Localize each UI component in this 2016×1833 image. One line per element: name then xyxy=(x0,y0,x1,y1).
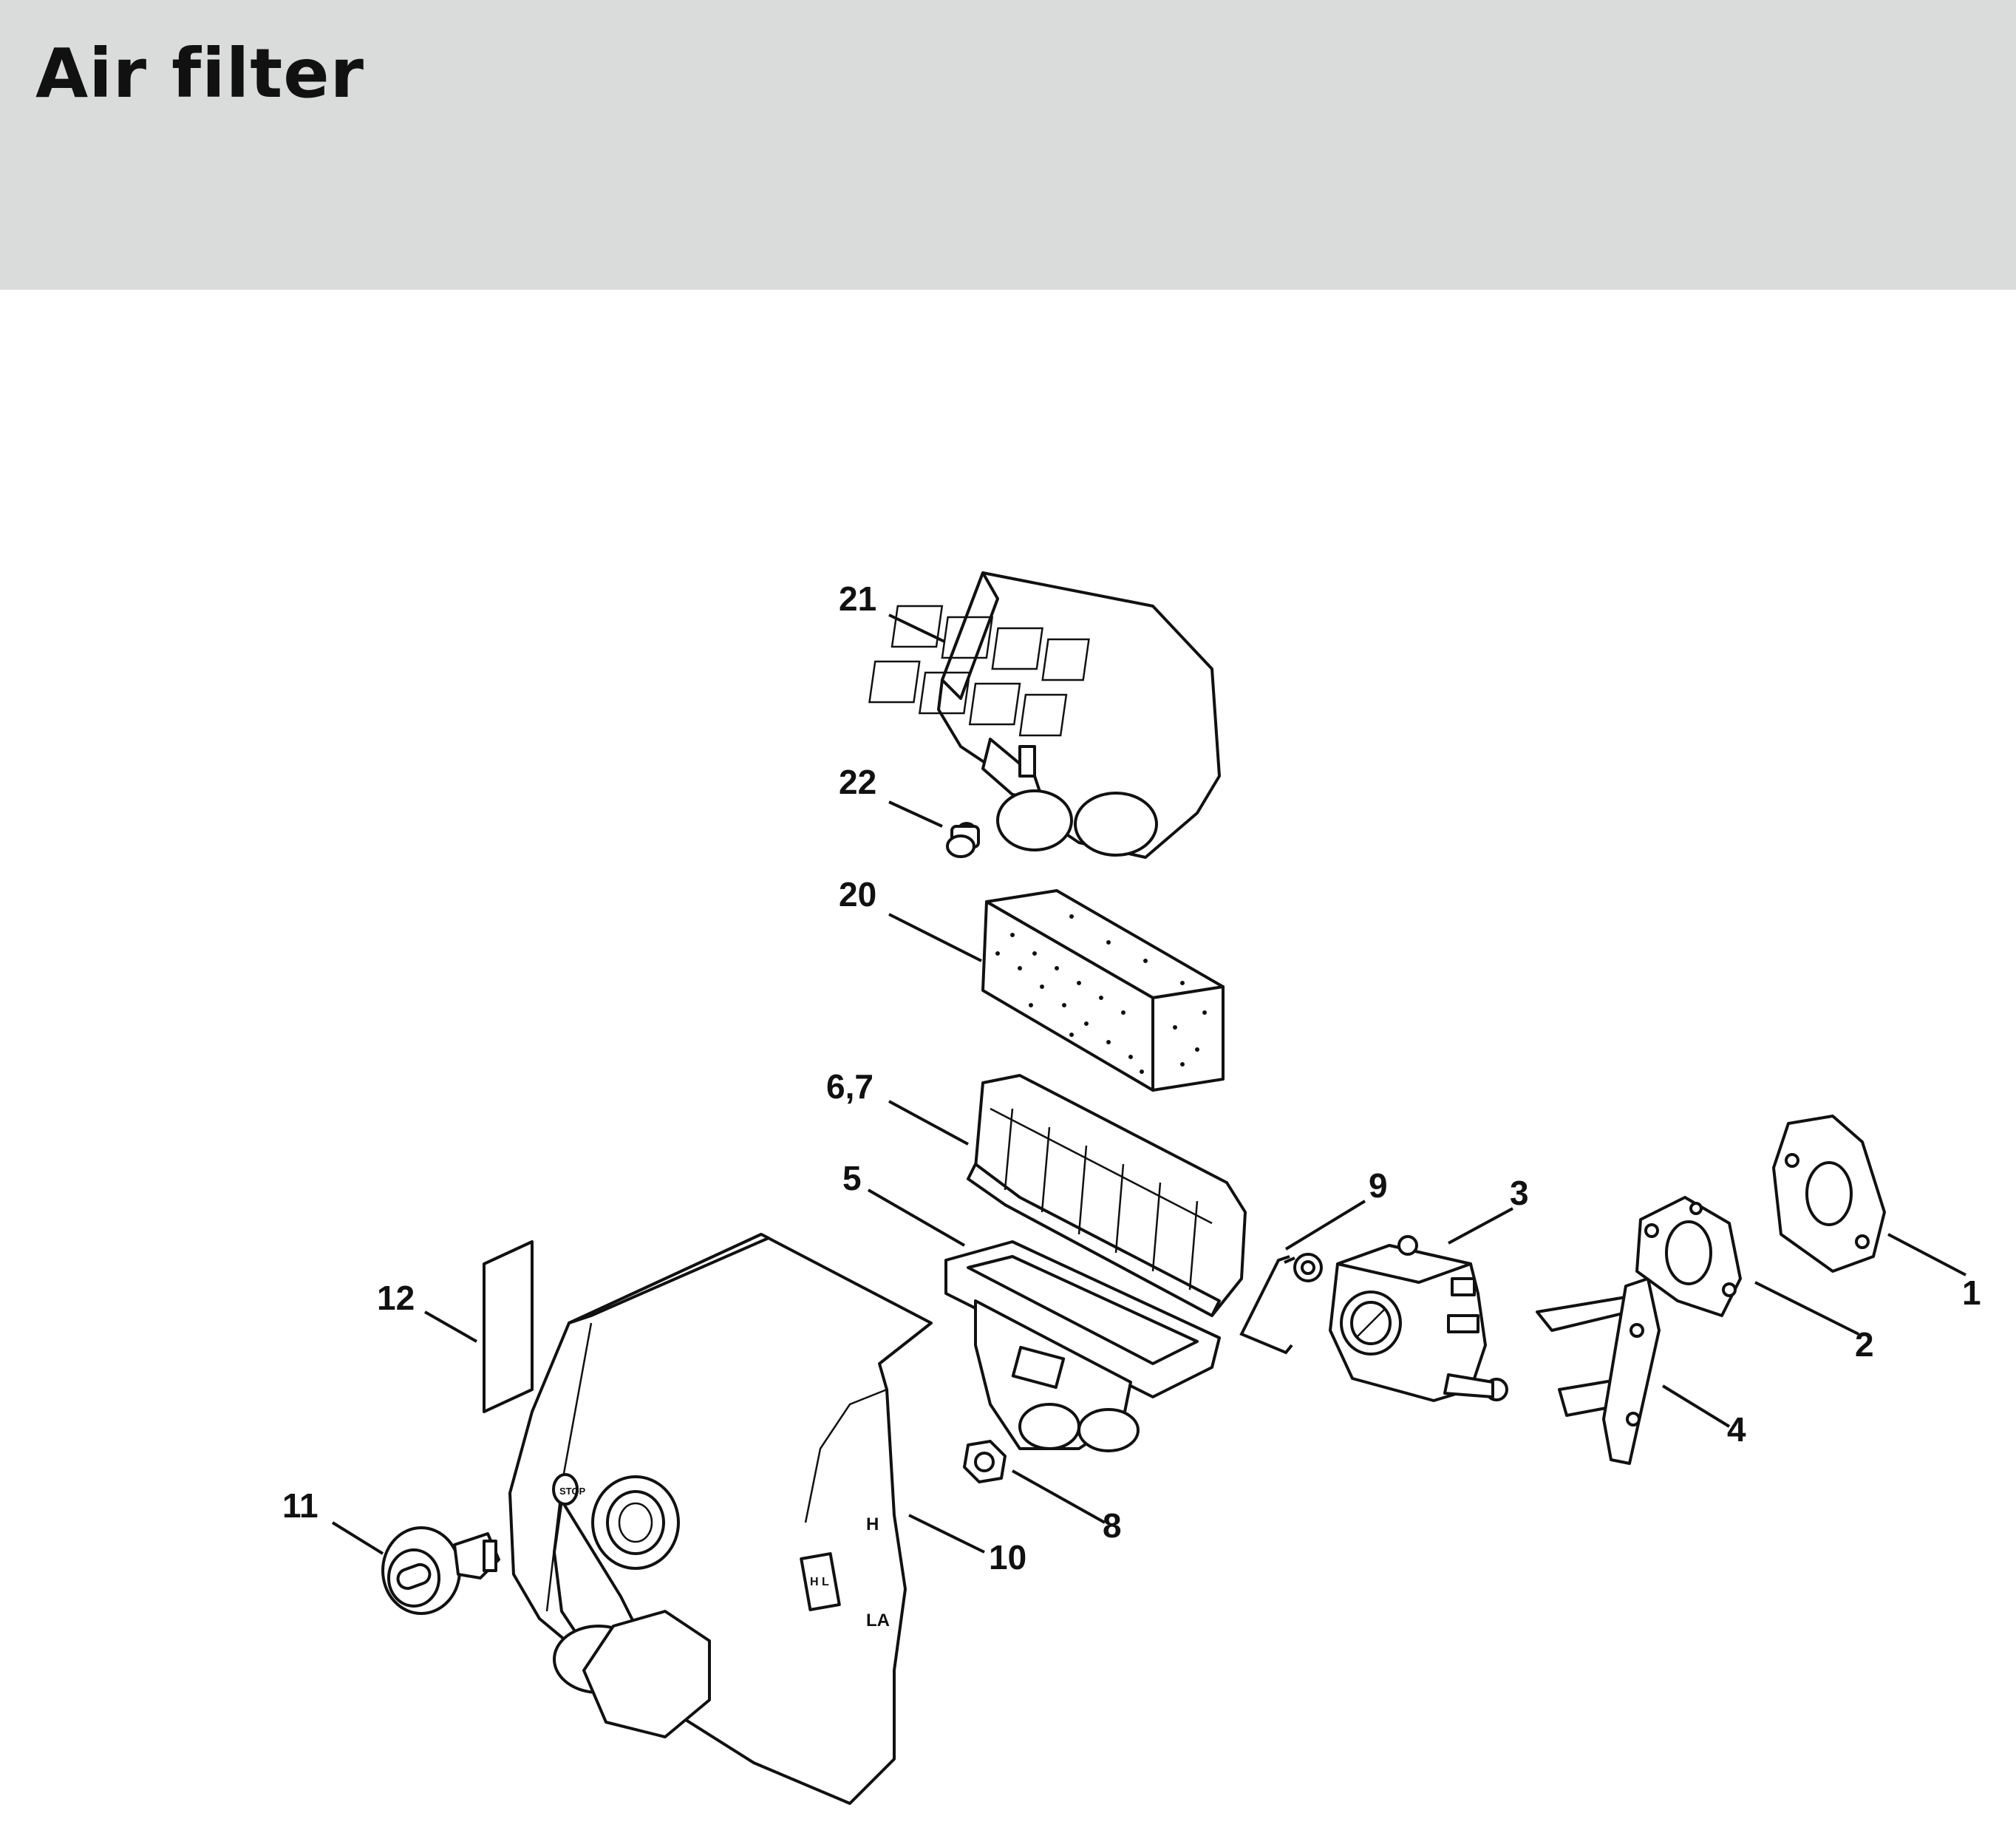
callout-labels: 21 22 20 6,7 5 9 3 1 2 4 12 8 10 11 xyxy=(282,579,1981,1577)
part-12-label xyxy=(483,1240,534,1413)
part-4-flange xyxy=(1536,1277,1661,1465)
part-21-filter-cover xyxy=(868,571,1221,859)
cover-la-marking: LA xyxy=(866,1611,890,1630)
callout-12: 12 xyxy=(377,1279,415,1317)
part-1-gasket xyxy=(1772,1115,1886,1273)
part-6-7-filter-screen xyxy=(967,1074,1247,1317)
callout-22: 22 xyxy=(839,763,876,801)
callout-2: 2 xyxy=(1855,1325,1874,1364)
part-22-screw xyxy=(946,822,980,858)
part-11-knob xyxy=(381,1526,500,1615)
callout-9: 9 xyxy=(1369,1166,1388,1205)
cover-stop-marking: STOP xyxy=(559,1486,585,1497)
part-3-carburetor xyxy=(1293,1235,1508,1402)
part-2-gasket xyxy=(1635,1196,1742,1317)
leader-lines xyxy=(331,613,1966,1555)
page-title: Air filter xyxy=(35,34,364,113)
callout-3: 3 xyxy=(1510,1174,1529,1212)
exploded-parts-diagram: STOP H LA H L 21 22 20 6,7 5 xyxy=(282,571,1981,1805)
page-header: Air filter xyxy=(0,0,2016,290)
callout-1: 1 xyxy=(1962,1273,1981,1312)
callout-8: 8 xyxy=(1103,1506,1122,1545)
part-8-nut xyxy=(963,1440,1007,1483)
callout-21: 21 xyxy=(839,579,876,618)
callout-5: 5 xyxy=(842,1159,862,1197)
callout-11: 11 xyxy=(282,1486,319,1525)
cover-h-marking: H xyxy=(866,1514,879,1534)
callout-10: 10 xyxy=(989,1538,1026,1577)
cover-hl-marking: H L xyxy=(810,1576,829,1588)
part-10-cover: STOP H LA H L xyxy=(508,1233,933,1805)
callout-20: 20 xyxy=(839,875,876,914)
callout-4: 4 xyxy=(1727,1410,1746,1449)
part-5-filter-base xyxy=(944,1240,1221,1452)
part-9-rod xyxy=(1239,1255,1295,1355)
part-20-foam-filter xyxy=(981,889,1225,1092)
callout-6-7: 6,7 xyxy=(826,1067,874,1106)
